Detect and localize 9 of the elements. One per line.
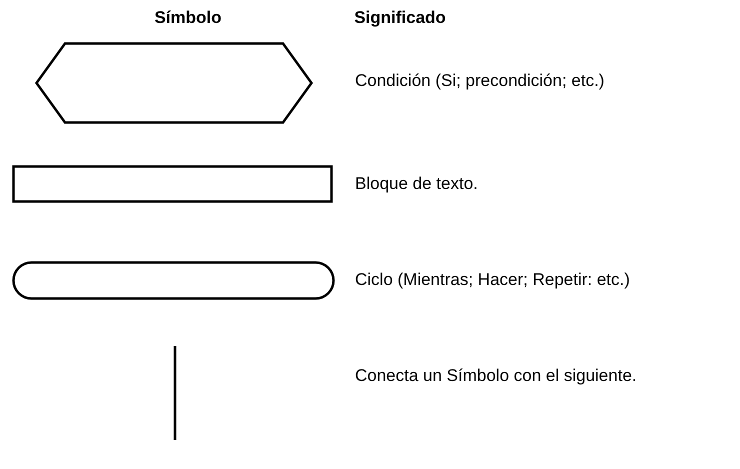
legend-text: Conecta un Símbolo con el siguiente. xyxy=(355,366,637,386)
column-header: Significado xyxy=(354,8,446,28)
column-header: Símbolo xyxy=(154,8,222,28)
legend-text: Bloque de texto. xyxy=(355,174,478,194)
rectangle-symbol xyxy=(12,165,333,203)
legend-text: Condición (Si; precondición; etc.) xyxy=(355,71,604,91)
rounded-bar-symbol xyxy=(12,261,335,300)
hexagon-symbol xyxy=(34,42,314,124)
legend-text: Ciclo (Mientras; Hacer; Repetir: etc.) xyxy=(355,270,630,290)
